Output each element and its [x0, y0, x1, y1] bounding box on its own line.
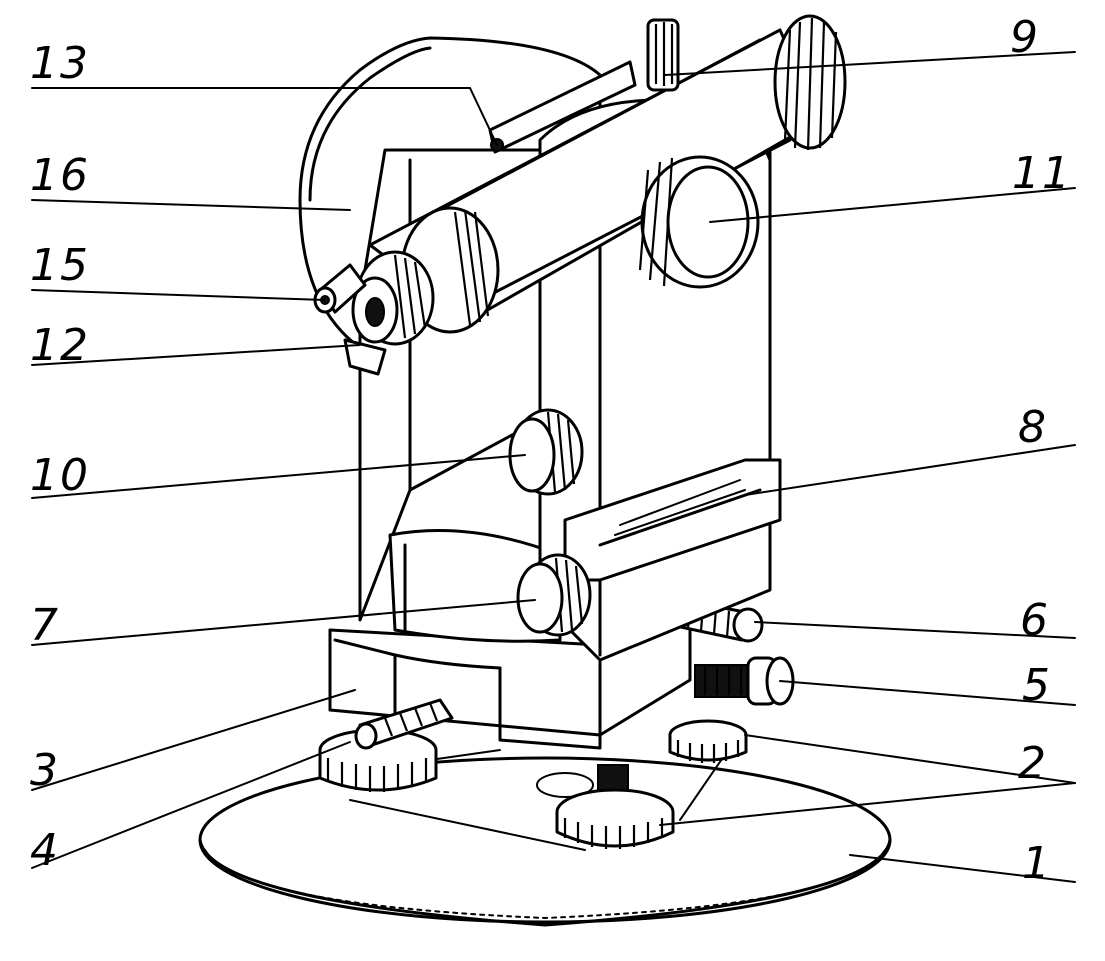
leader-2a — [744, 734, 1076, 784]
leader-lines — [31, 51, 1076, 883]
foot-screw-back — [668, 719, 748, 763]
leader-2b — [659, 782, 1076, 826]
telescope — [313, 14, 847, 376]
leader-7 — [31, 599, 536, 646]
callout-2: 2 — [1018, 738, 1048, 789]
callout-8: 8 — [1018, 402, 1048, 453]
leader-1 — [849, 854, 1076, 883]
callout-16: 16 — [30, 150, 90, 201]
callout-11: 11 — [1012, 148, 1072, 199]
leader-4 — [31, 741, 351, 869]
focus-knob — [638, 155, 760, 289]
foot-screw-links — [349, 739, 736, 851]
leader-8 — [744, 444, 1076, 496]
leader-6 — [754, 621, 1076, 639]
leader-16 — [31, 199, 351, 211]
callout-1: 1 — [1022, 838, 1052, 889]
leader-9 — [664, 51, 1076, 76]
callout-9: 9 — [1010, 12, 1040, 63]
leader-3 — [31, 689, 356, 791]
leader-12 — [31, 344, 361, 366]
foot-screw-front — [555, 764, 675, 849]
callout-6: 6 — [1020, 595, 1050, 646]
callout-3: 3 — [30, 745, 60, 796]
callout-5: 5 — [1022, 660, 1052, 711]
callout-labels: 9 13 11 16 15 12 8 10 6 7 5 2 3 4 1 — [30, 12, 1072, 889]
callout-4: 4 — [30, 825, 60, 876]
vertical-micro-knob — [508, 408, 584, 496]
foot-screw-left — [318, 728, 438, 792]
base-plate — [198, 756, 892, 927]
leader-13 — [31, 87, 498, 146]
leader-5 — [779, 680, 1076, 706]
callout-13: 13 — [30, 38, 90, 89]
leader-10 — [31, 454, 526, 499]
horizontal-micro-knob — [516, 553, 592, 637]
leader-15 — [31, 289, 326, 301]
callout-15: 15 — [30, 240, 90, 291]
leader-11 — [709, 187, 1076, 223]
callout-7: 7 — [30, 600, 60, 651]
callout-10: 10 — [30, 450, 90, 501]
callout-12: 12 — [30, 320, 90, 371]
elevation-screw — [694, 656, 795, 706]
tribrach-clamp-screw — [354, 698, 454, 750]
